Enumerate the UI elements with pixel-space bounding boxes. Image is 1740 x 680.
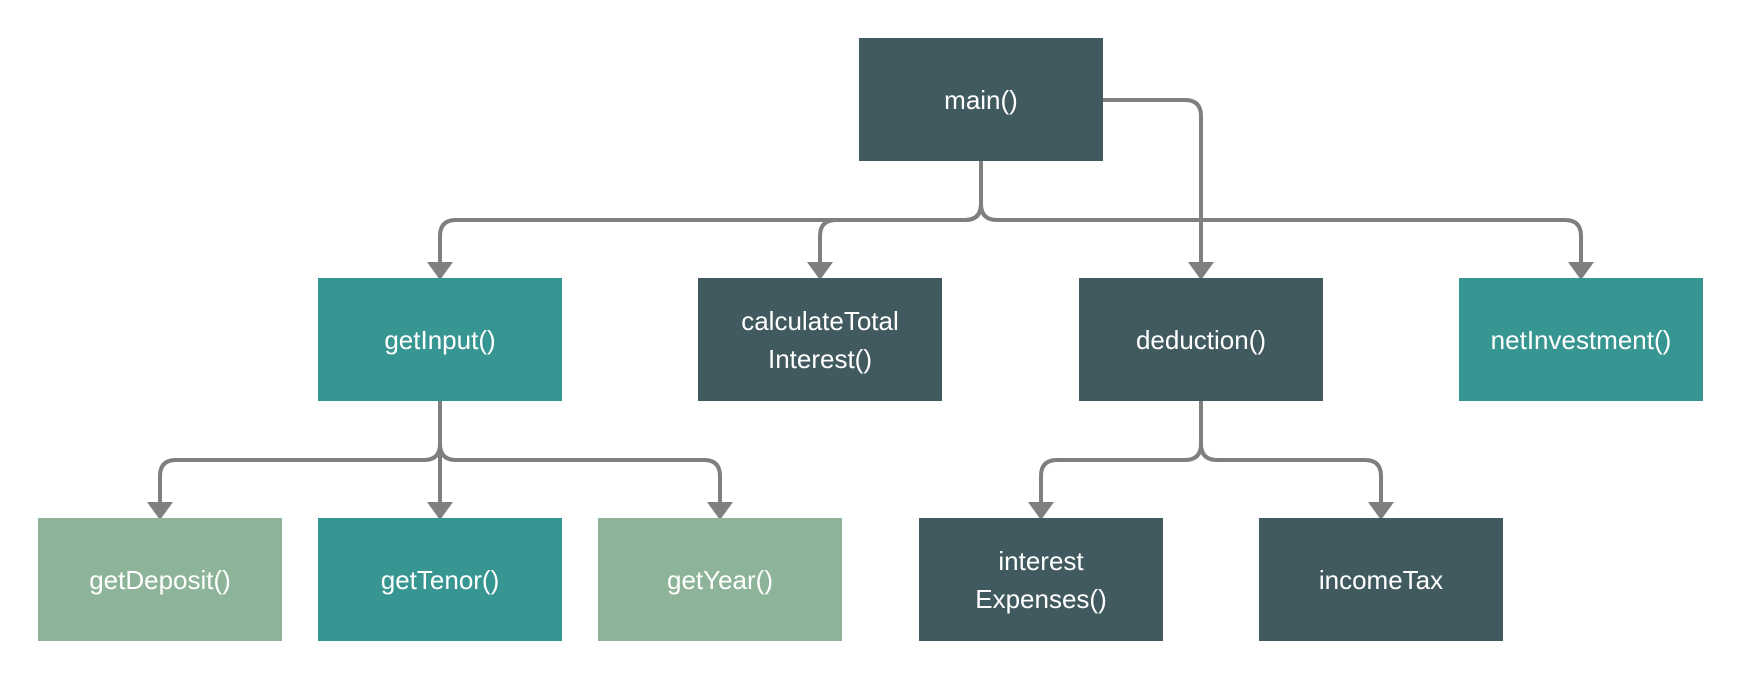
- edge-deduction-interestexpenses: [1039, 400, 1203, 508]
- node-getyear: getYear(): [598, 518, 842, 641]
- arrowhead-getdeposit: [147, 502, 173, 520]
- node-getdeposit-label: getDeposit(): [89, 564, 231, 595]
- node-main-label: main(): [944, 84, 1018, 115]
- node-calculatetotalinterest: calculateTotal Interest(): [698, 278, 942, 401]
- arrowhead-gettenor: [427, 502, 453, 520]
- node-main: main(): [859, 38, 1103, 161]
- edge-getinput-getyear: [438, 442, 722, 508]
- node-gettenor-label: getTenor(): [380, 564, 500, 595]
- node-gettenor: getTenor(): [318, 518, 562, 641]
- node-getinput: getInput(): [318, 278, 562, 401]
- node-netinvestment-label: netInvestment(): [1490, 324, 1672, 355]
- node-interestexpenses-label: interest Expenses(): [975, 545, 1107, 614]
- node-netinvestment: netInvestment(): [1459, 278, 1703, 401]
- arrowhead-getinput: [427, 262, 453, 280]
- node-getinput-label: getInput(): [384, 324, 496, 355]
- node-incometax: incomeTax: [1259, 518, 1503, 641]
- arrowhead-incometax: [1368, 502, 1394, 520]
- node-incometax-label: incomeTax: [1318, 564, 1444, 595]
- edge-main-getinput: [438, 160, 983, 268]
- arrowhead-netinvestment: [1568, 262, 1594, 280]
- edge-deduction-incometax: [1199, 442, 1383, 508]
- edge-main-calculatetotalinterest: [818, 202, 983, 268]
- node-interestexpenses: interest Expenses(): [919, 518, 1163, 641]
- edge-getinput-getdeposit: [158, 400, 442, 508]
- edge-main-deduction: [1101, 98, 1203, 268]
- node-getyear-label: getYear(): [667, 564, 773, 595]
- arrowhead-interestexpenses: [1028, 502, 1054, 520]
- node-calculatetotalinterest-label: calculateTotal Interest(): [741, 305, 899, 374]
- arrowhead-getyear: [707, 502, 733, 520]
- node-deduction-label: deduction(): [1135, 324, 1267, 355]
- arrowhead-deduction: [1188, 262, 1214, 280]
- node-getdeposit: getDeposit(): [38, 518, 282, 641]
- edge-main-netinvestment: [979, 202, 1583, 268]
- arrowhead-calculatetotalinterest: [807, 262, 833, 280]
- node-deduction: deduction(): [1079, 278, 1323, 401]
